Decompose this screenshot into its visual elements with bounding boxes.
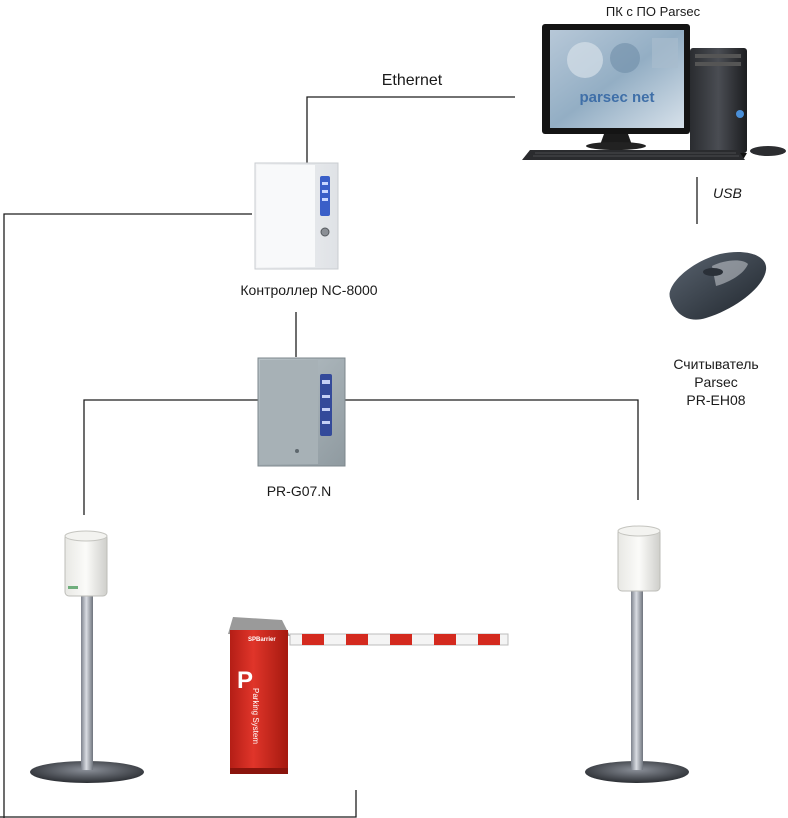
right-stand-base	[585, 761, 689, 783]
screen-logo: parsec net	[579, 89, 654, 106]
converter-left-reader-line	[83, 399, 258, 515]
pc-mouse	[750, 146, 786, 156]
pc-computer: parsec net	[522, 24, 786, 160]
left-stand-base	[30, 761, 144, 783]
right-stand-pole	[631, 590, 643, 770]
usb-reader-prEH08	[669, 251, 767, 320]
converter-prg07n	[257, 357, 346, 467]
pc-keyboard	[522, 150, 745, 160]
barrier-boom	[289, 633, 509, 646]
left-stand-pole	[81, 595, 93, 770]
label-ethernet: Ethernet	[382, 72, 443, 89]
label-pc: ПК с ПО Parsec	[606, 4, 701, 19]
barrier-feed-line	[0, 790, 357, 818]
label-controller: Контроллер NC-8000	[240, 282, 377, 298]
barrier-letter: P	[237, 667, 253, 694]
label-reader-line3: PR-EH08	[686, 392, 745, 408]
right-reader-head	[617, 528, 661, 592]
pc-tower	[690, 48, 747, 153]
controller-nc8000	[254, 162, 339, 270]
label-converter: PR-G07.N	[267, 483, 332, 499]
connection-lines	[0, 96, 698, 818]
controller-barrier-line	[3, 213, 252, 818]
label-reader-line1: Считыватель	[673, 356, 758, 372]
left-reader-stand	[30, 530, 144, 783]
ethernet-line	[306, 96, 515, 163]
barrier-cabinet	[230, 630, 288, 773]
right-reader-stand	[585, 525, 689, 783]
parking-barrier: SPBarrier P Parking System	[228, 617, 509, 774]
label-usb: USB	[713, 185, 742, 201]
label-reader-line2: Parsec	[694, 374, 738, 390]
converter-right-reader-line	[345, 399, 639, 500]
barrier-label: Parking System	[251, 688, 260, 744]
barrier-brand: SPBarrier	[248, 637, 276, 643]
